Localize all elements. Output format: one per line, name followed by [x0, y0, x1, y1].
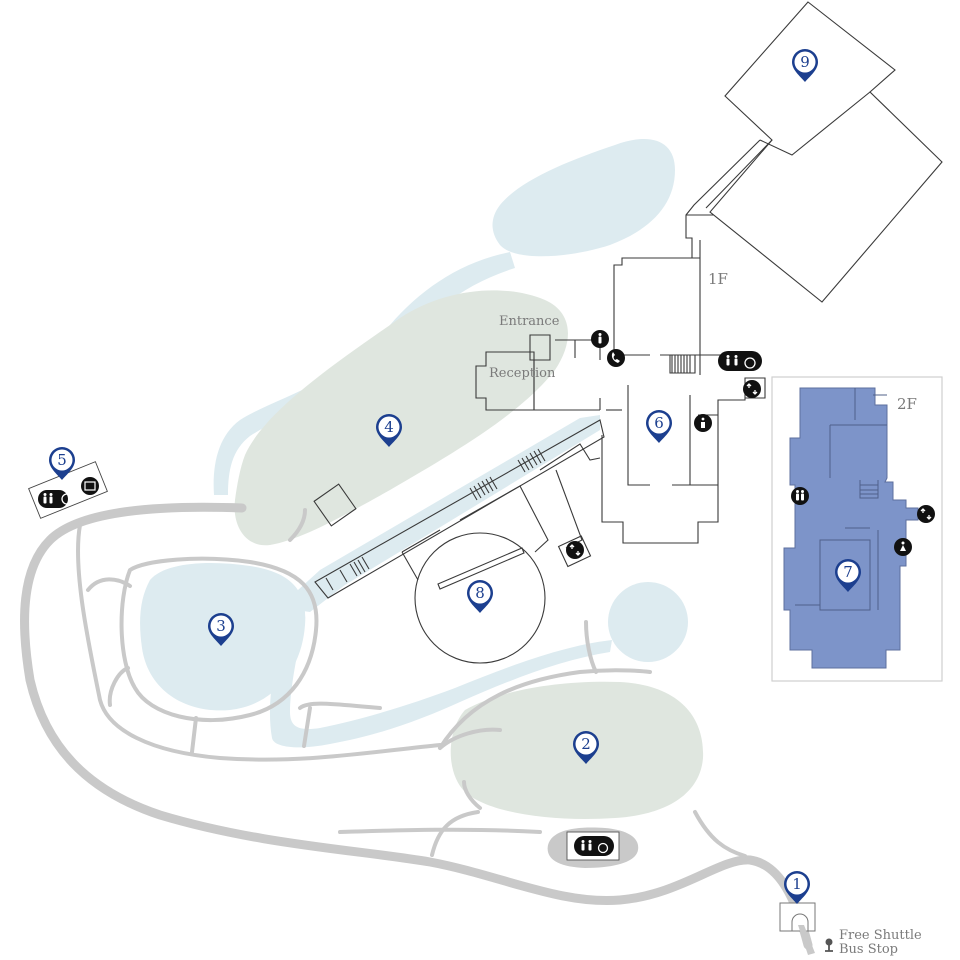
locker-icon[interactable]	[81, 477, 99, 495]
marker-1-number: 1	[792, 875, 802, 893]
floor-2-inset	[771, 376, 943, 682]
marker-9-number: 9	[800, 53, 810, 71]
marker-3[interactable]: 3	[208, 613, 234, 646]
shuttle-stop	[779, 902, 816, 955]
marker-5-number: 5	[57, 451, 67, 469]
bus-stop-label-line-1: Free Shuttle	[839, 928, 922, 943]
marker-8[interactable]: 8	[467, 580, 493, 613]
marker-3-number: 3	[216, 617, 226, 635]
marker-7[interactable]: 7	[835, 559, 861, 592]
marker-5[interactable]: 5	[49, 447, 75, 480]
restroom-icon[interactable]	[791, 487, 809, 505]
restroom-icon[interactable]	[718, 351, 762, 371]
marker-4[interactable]: 4	[376, 414, 402, 447]
marker-6-number: 6	[654, 414, 664, 432]
marker-7-number: 7	[843, 563, 853, 581]
accessible-icon	[597, 842, 609, 854]
marker-4-number: 4	[384, 418, 394, 436]
floor-1-label: 1F	[708, 270, 728, 288]
floor-2-label: 2F	[897, 395, 917, 413]
marker-1[interactable]: 1	[784, 871, 810, 904]
marker-2[interactable]: 2	[573, 731, 599, 764]
entrance-label: Entrance	[499, 314, 560, 329]
info-icon[interactable]	[591, 330, 609, 348]
bus-stop-label-line-2: Bus Stop	[839, 942, 898, 957]
telephone-icon[interactable]	[607, 349, 625, 367]
elevator-icon[interactable]	[566, 541, 584, 559]
female-restroom-icon[interactable]	[894, 538, 912, 556]
accessible-icon	[744, 357, 756, 369]
info-icon[interactable]	[694, 414, 712, 432]
marker-8-number: 8	[475, 584, 485, 602]
restroom-icon	[574, 836, 614, 856]
marker-6[interactable]: 6	[646, 410, 672, 443]
elevator-icon[interactable]	[743, 380, 761, 398]
reception-label: Reception	[489, 366, 556, 381]
marker-2-number: 2	[581, 735, 591, 753]
bus-stop-icon	[825, 938, 833, 952]
marker-9[interactable]: 9	[792, 49, 818, 82]
restroom-icon[interactable]	[38, 490, 68, 508]
restroom-block[interactable]	[566, 831, 620, 861]
accessible-icon	[61, 493, 73, 505]
elevator-icon[interactable]	[917, 505, 935, 523]
